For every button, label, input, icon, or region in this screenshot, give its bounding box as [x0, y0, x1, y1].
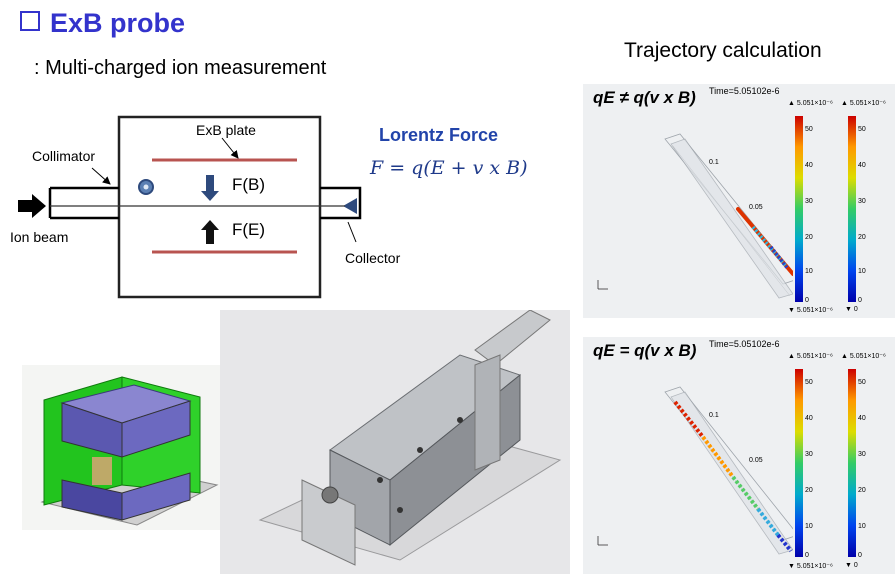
exb-schematic: [18, 115, 362, 299]
panel-1-cb2-tick-10: 10: [858, 268, 866, 275]
collimator-label: Collimator: [32, 148, 96, 164]
collimator-leader-line: [91, 167, 111, 185]
panel-2-cb1-tick-10: 10: [805, 523, 813, 530]
probe-photo-svg: [258, 310, 562, 566]
collector-housing: [320, 186, 362, 220]
panel-2-geometry-svg: [597, 386, 793, 555]
trajectory-panel-1: qE ≠ q(v x B) Time=5.05102e-6 ▲ 5.051×10…: [583, 84, 895, 318]
panel-2-legend1-bottom: ▼ 5.051×10⁻⁶: [788, 563, 833, 570]
force-b-arrow-icon: [201, 175, 219, 201]
panel-2-cb2-tick-20: 20: [858, 487, 866, 494]
panel-2-cb1-tick-50: 50: [805, 379, 813, 386]
panel-1-colorbar-2: [848, 116, 856, 302]
panel-1-cb1-tick-10: 10: [805, 268, 813, 275]
ion-beam-label: Ion beam: [10, 229, 69, 245]
lorentz-equation: F = q(E + v x B): [370, 157, 528, 179]
force-e-label: F(E): [232, 220, 266, 239]
force-b-label: F(B): [232, 175, 266, 194]
panel-2-cb2-tick-40: 40: [858, 415, 866, 422]
magnetic-field-dot: [143, 184, 149, 190]
panel-1-legend2-top: ▲ 5.051×10⁻⁶: [841, 100, 886, 107]
subtitle: : Multi-charged ion measurement: [34, 57, 327, 79]
panel-1-cb1-tick-0: 0: [805, 297, 809, 304]
panel-2-cb2-tick-50: 50: [858, 379, 866, 386]
trajectory-title: Trajectory calculation: [624, 39, 822, 62]
panel-2-colorbar-1: [795, 369, 803, 557]
panel-1-cb1-tick-20: 20: [805, 234, 813, 241]
force-e-arrow-icon: [201, 220, 219, 244]
panel-2-time: Time=5.05102e-6: [709, 339, 780, 349]
panel-1-colorbar-1: [795, 116, 803, 302]
collector-icon: [343, 198, 357, 214]
panel-2-legend2-top: ▲ 5.051×10⁻⁶: [841, 353, 886, 360]
panel-1-axis-label-0-05: 0.05: [749, 204, 763, 211]
cad-render-image: [22, 365, 222, 530]
panel-2-equation: qE = q(v x B): [593, 341, 697, 360]
trajectory-panel-2: qE = q(v x B) Time=5.05102e-6 ▲ 5.051×10…: [583, 337, 895, 574]
panel-1-cb2-tick-30: 30: [858, 198, 866, 205]
panel-1-cb1-tick-40: 40: [805, 162, 813, 169]
panel-2-axis-label-0-1: 0.1: [709, 412, 719, 419]
slide-title: ExB probe: [20, 8, 185, 39]
collimator: [48, 186, 119, 220]
panel-2-cb1-tick-40: 40: [805, 415, 813, 422]
panel-1-axis-label-0-1: 0.1: [709, 159, 719, 166]
panel-1-legend1-top: ▲ 5.051×10⁻⁶: [788, 100, 833, 107]
panel-2-cb2-tick-0: 0: [858, 552, 862, 559]
panel-1-cb2-tick-40: 40: [858, 162, 866, 169]
panel-2-cb1-tick-0: 0: [805, 552, 809, 559]
checkbox-bullet-icon: [20, 11, 40, 31]
panel-2-colorbar-2: [848, 369, 856, 557]
panel-2-cb2-tick-10: 10: [858, 523, 866, 530]
panel-1-cb2-tick-20: 20: [858, 234, 866, 241]
panel-2-cb1-tick-20: 20: [805, 487, 813, 494]
lorentz-title: Lorentz Force: [379, 125, 499, 145]
panel-1-cb2-tick-0: 0: [858, 297, 862, 304]
panel-2-legend1-top: ▲ 5.051×10⁻⁶: [788, 353, 833, 360]
panel-1-cb1-tick-50: 50: [805, 126, 813, 133]
panel-1-cb1-tick-30: 30: [805, 198, 813, 205]
cad-render-svg: [40, 376, 219, 526]
ion-beam-arrow-icon: [18, 194, 46, 218]
probe-photo: [220, 310, 570, 574]
panel-2-legend2-bottom: ▼ 0: [845, 562, 858, 569]
panel-2-axis-label-0-05: 0.05: [749, 457, 763, 464]
slide-title-text: ExB probe: [50, 8, 186, 38]
panel-1-geometry-svg: [597, 133, 793, 299]
collector-leader-line: [347, 221, 357, 243]
panel-2-cb2-tick-30: 30: [858, 451, 866, 458]
panel-2-cb1-tick-30: 30: [805, 451, 813, 458]
panel-1-time: Time=5.05102e-6: [709, 86, 780, 96]
panel-1-legend2-bottom: ▼ 0: [845, 306, 858, 313]
panel-1-cb2-tick-50: 50: [858, 126, 866, 133]
exb-plate-label: ExB plate: [196, 122, 256, 138]
collector-label: Collector: [345, 250, 401, 266]
panel-1-equation: qE ≠ q(v x B): [593, 88, 696, 107]
plate-leader-line: [221, 137, 239, 159]
probe-body: [117, 115, 322, 299]
panel-1-legend1-bottom: ▼ 5.051×10⁻⁶: [788, 307, 833, 314]
